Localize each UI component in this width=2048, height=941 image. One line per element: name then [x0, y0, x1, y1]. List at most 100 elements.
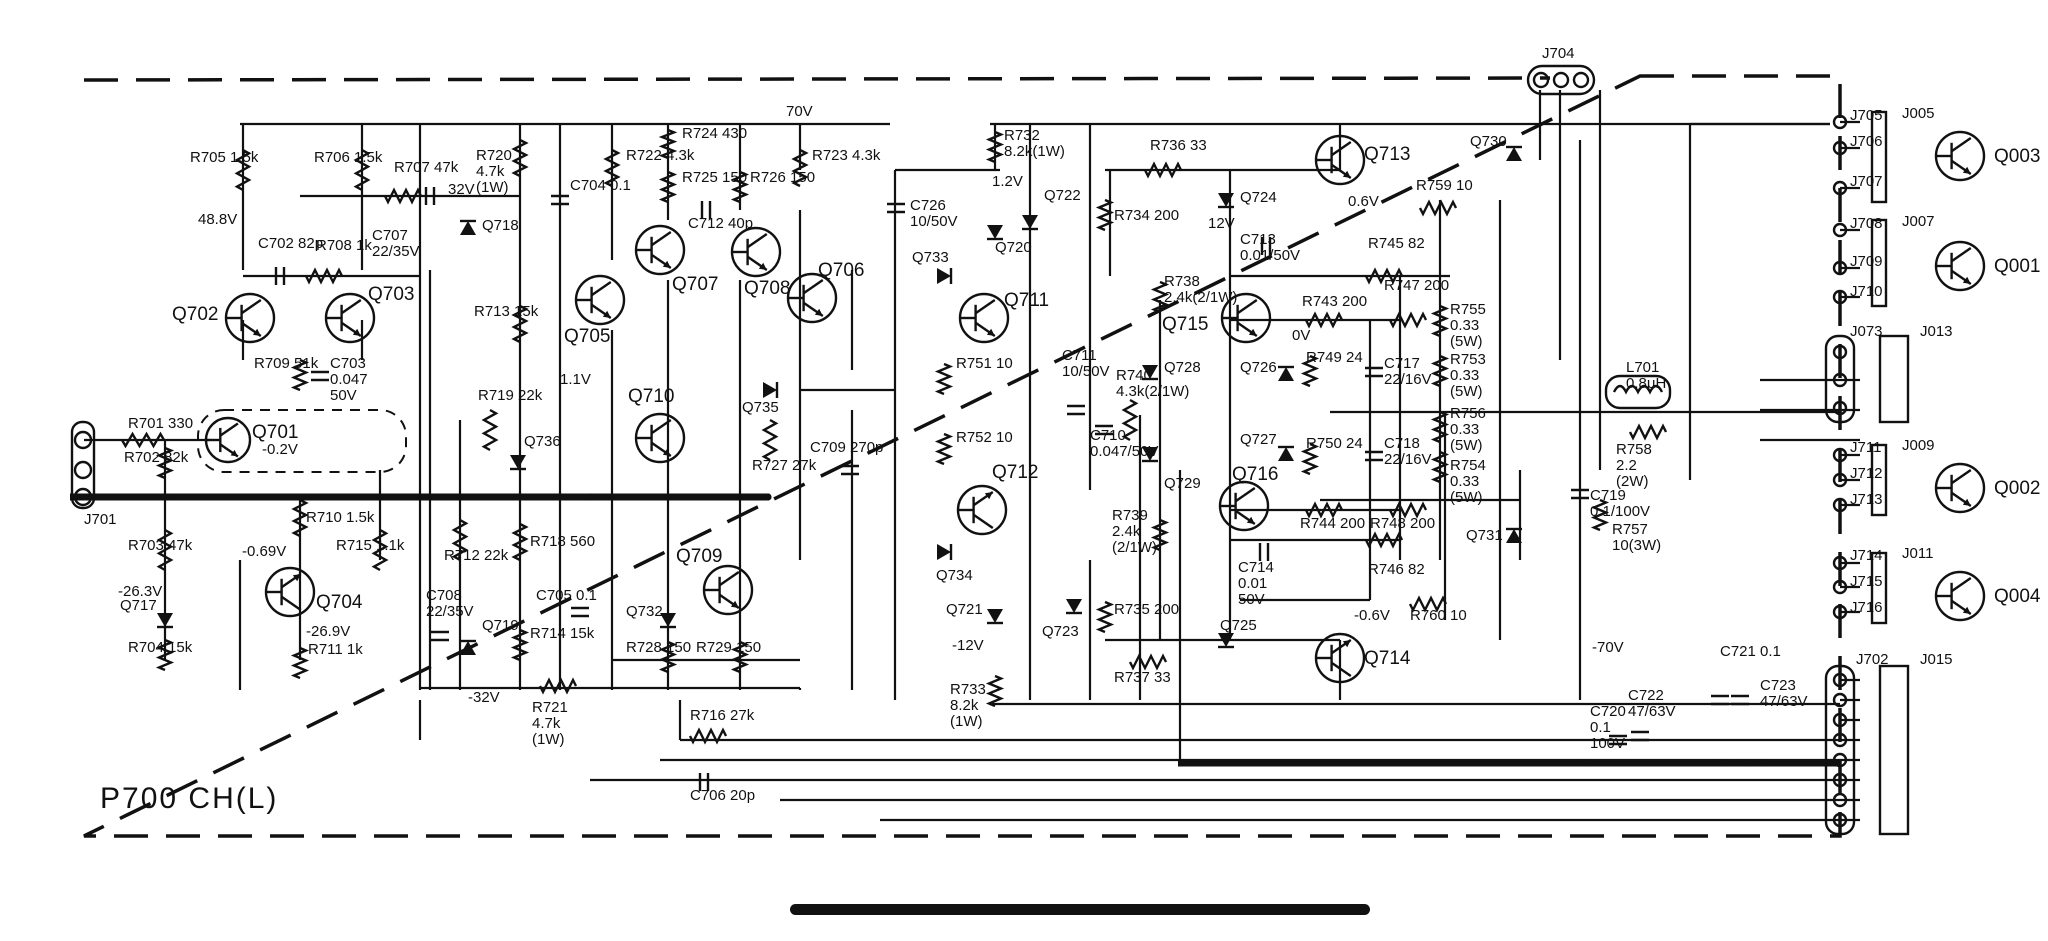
- resistor-label: R734 200: [1114, 207, 1179, 224]
- resistor-label: R749 24: [1306, 349, 1363, 366]
- resistor-label: R702 82k: [124, 449, 189, 466]
- resistor-symbol: [291, 498, 309, 538]
- transistor-label: Q716: [1232, 464, 1278, 485]
- diode-label: Q719: [482, 617, 519, 634]
- capacitor-symbol: [1609, 734, 1627, 746]
- transistor-label: Q710: [628, 386, 674, 407]
- resistor-symbol: [1128, 653, 1168, 671]
- resistor-symbol: [658, 640, 678, 674]
- transistor-symbol: [786, 272, 838, 324]
- transistor-label: Q703: [368, 284, 414, 305]
- transistor-symbol: [1218, 480, 1270, 532]
- diode-label: Q735: [742, 399, 779, 416]
- resistor-symbol: [1388, 501, 1428, 519]
- resistor-symbol: [1300, 354, 1320, 388]
- diode-label: Q727: [1240, 431, 1277, 448]
- resistor-symbol: [290, 646, 310, 680]
- diode-symbol: [937, 268, 953, 284]
- resistor-symbol: [1418, 199, 1458, 217]
- diode-label: Q726: [1240, 359, 1277, 376]
- junction-dot: [86, 493, 94, 501]
- voltage-label: -26.9V: [306, 623, 350, 640]
- resistor-symbol: [1388, 311, 1428, 329]
- resistor-label: R760 10: [1410, 607, 1467, 624]
- resistor-symbol: [1095, 198, 1115, 232]
- junction-dot: [664, 493, 672, 501]
- resistor-symbol: [934, 362, 954, 396]
- voltage-label: -0.2V: [262, 441, 298, 458]
- diode-symbol: [1218, 193, 1234, 209]
- resistor-symbol: [1430, 304, 1450, 338]
- resistor-symbol: [120, 431, 166, 449]
- transistor-symbol: [204, 416, 252, 464]
- transistor-label: Q705: [564, 326, 610, 347]
- voltage-label: 70V: [786, 103, 813, 120]
- resistor-label: R707 47k: [394, 159, 459, 176]
- junction-dot: [1716, 759, 1724, 767]
- transistor-symbol: [1314, 632, 1366, 684]
- jack-label: J709: [1850, 253, 1883, 270]
- transistor-symbol: [224, 292, 276, 344]
- resistor-label: R723 4.3k: [812, 147, 881, 164]
- resistor-label: R744 200: [1300, 515, 1365, 532]
- resistor-symbol: [658, 128, 678, 160]
- resistor-symbol: [730, 170, 750, 204]
- resistor-symbol: [603, 148, 621, 188]
- resistor-symbol: [985, 674, 1005, 708]
- capacitor-symbol: [1260, 237, 1272, 255]
- resistor-symbol: [1150, 280, 1170, 314]
- jack-label: J710: [1850, 283, 1883, 300]
- voltage-label: -70V: [1592, 639, 1624, 656]
- resistor-label: R728 150: [626, 639, 691, 656]
- diode-symbol: [1218, 633, 1234, 649]
- diode-label: Q721: [946, 601, 983, 618]
- transistor-symbol: [1934, 240, 1986, 292]
- resistor-label: R710 1.5k: [306, 509, 375, 526]
- diode-symbol: [1022, 215, 1038, 231]
- transistor-label: Q704: [316, 592, 363, 613]
- junction-dot: [376, 493, 384, 501]
- resistor-symbol: [1095, 600, 1115, 634]
- transistor-symbol: [1934, 130, 1986, 182]
- resistor-label: R748 200: [1370, 515, 1435, 532]
- transistor-symbol: [324, 292, 376, 344]
- diode-symbol: [1142, 447, 1158, 463]
- transistor-symbol: [956, 484, 1008, 536]
- resistor-symbol: [1150, 518, 1170, 552]
- resistor-symbol: [234, 148, 252, 192]
- home-indicator: [790, 904, 1370, 915]
- junction-dot: [1580, 759, 1588, 767]
- mating-connectors: [1870, 110, 1910, 836]
- resistor-label: R725 150: [682, 169, 747, 186]
- transistor-symbol: [264, 566, 316, 618]
- diode-symbol: [1278, 365, 1294, 381]
- resistor-symbol: [1364, 531, 1404, 549]
- resistor-symbol: [934, 432, 954, 466]
- jack-j704: [1526, 64, 1596, 96]
- transistor-label: Q712: [992, 462, 1038, 483]
- junction-dot: [516, 493, 524, 501]
- capacitor-symbol: [424, 187, 436, 205]
- diode-label: Q722: [1044, 187, 1081, 204]
- resistor-symbol: [290, 358, 310, 392]
- resistor-symbol: [1408, 595, 1448, 613]
- resistor-symbol: [1430, 450, 1450, 484]
- resistor-label: R722 4.3k: [626, 147, 695, 164]
- diode-label: Q725: [1220, 617, 1257, 634]
- capacitor-label: C712 40p: [688, 215, 753, 232]
- junction-dot: [456, 493, 464, 501]
- resistor-label: R726 150: [750, 169, 815, 186]
